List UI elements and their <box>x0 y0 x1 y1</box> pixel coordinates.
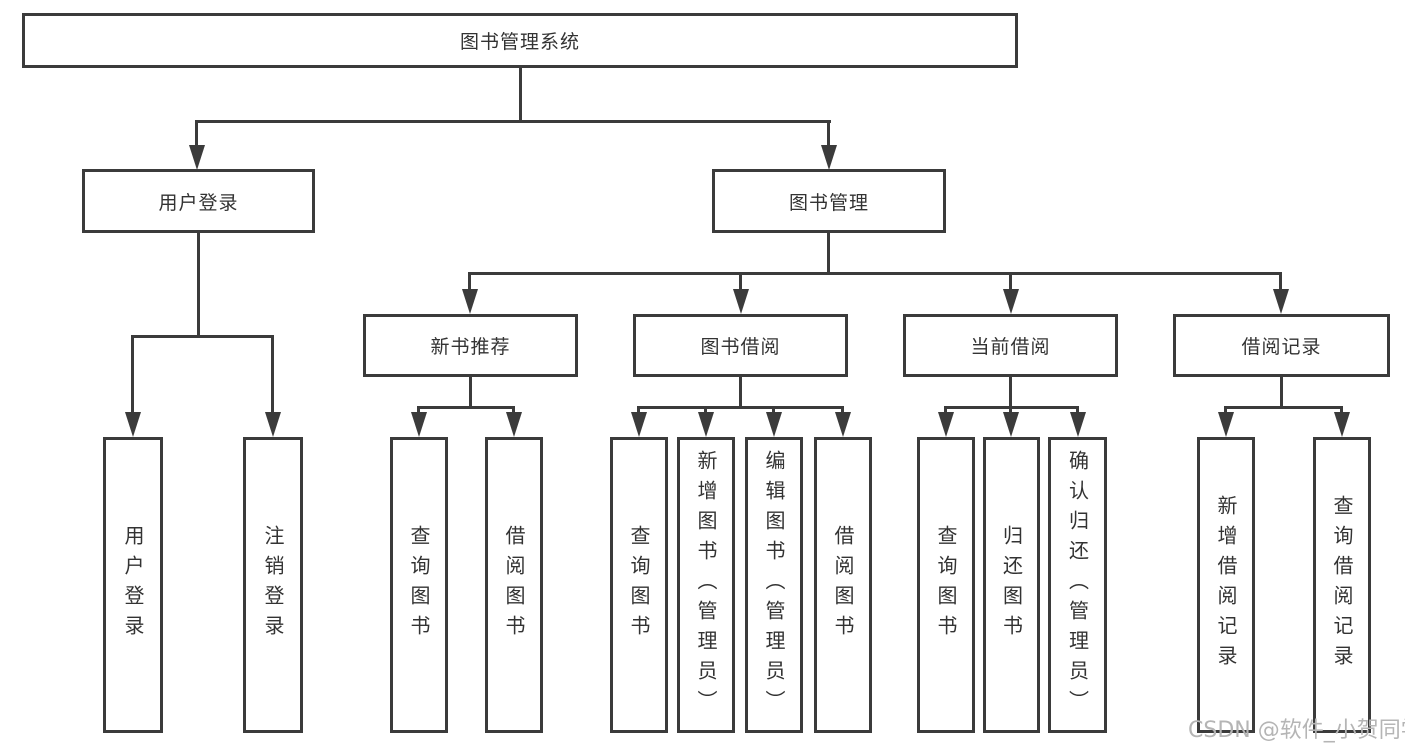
leaf-user-login-label: 用户登录 <box>121 525 145 645</box>
leaf-add-book-admin-label: 新增图书（管理员） <box>694 450 718 720</box>
node-new-book-recommend: 新书推荐 <box>363 314 578 377</box>
arrowhead-down-icon <box>1218 412 1234 437</box>
connector-line <box>944 406 947 416</box>
arrowhead-down-icon <box>631 412 647 437</box>
arrowhead-down-icon <box>698 412 714 437</box>
connector-line <box>827 233 830 275</box>
node-book-management-label: 图书管理 <box>788 191 869 214</box>
arrowhead-down-icon <box>835 412 851 437</box>
connector-line <box>197 120 831 123</box>
leaf-query-book-borrow-label: 查询图书 <box>627 525 651 645</box>
leaf-user-login: 用户登录 <box>103 437 163 733</box>
leaf-confirm-return-admin-label: 确认归还（管理员） <box>1065 450 1090 720</box>
leaf-query-borrow-record: 查询借阅记录 <box>1313 437 1371 733</box>
connector-line <box>1009 406 1012 416</box>
arrowhead-down-icon <box>1334 412 1350 437</box>
connector-line <box>1076 406 1079 416</box>
node-current-borrow: 当前借阅 <box>903 314 1118 377</box>
connector-line <box>519 68 522 121</box>
connector-line <box>827 120 830 148</box>
connector-line <box>271 335 274 414</box>
connector-line <box>131 335 134 414</box>
connector-line <box>704 406 707 416</box>
leaf-query-book-current: 查询图书 <box>917 437 975 733</box>
arrowhead-down-icon <box>411 412 427 437</box>
leaf-confirm-return-admin: 确认归还（管理员） <box>1048 437 1107 733</box>
leaf-return-book: 归还图书 <box>983 437 1040 733</box>
connector-line <box>469 377 472 408</box>
connector-line <box>197 233 200 337</box>
leaf-logout-label: 注销登录 <box>261 525 285 645</box>
node-borrow-record: 借阅记录 <box>1173 314 1390 377</box>
arrowhead-down-icon <box>189 145 205 170</box>
leaf-borrow-book-recommend: 借阅图书 <box>485 437 543 733</box>
connector-line <box>639 406 843 409</box>
leaf-logout: 注销登录 <box>243 437 303 733</box>
arrowhead-down-icon <box>1003 412 1019 437</box>
connector-line <box>946 406 1079 409</box>
leaf-edit-book-admin: 编辑图书（管理员） <box>745 437 803 733</box>
leaf-query-book-current-label: 查询图书 <box>934 525 958 645</box>
connector-line <box>419 406 514 409</box>
arrowhead-down-icon <box>1273 289 1289 314</box>
node-book-management: 图书管理 <box>712 169 946 233</box>
node-user-login-label: 用户登录 <box>158 191 239 214</box>
arrowhead-down-icon <box>265 412 281 437</box>
leaf-borrow-book: 借阅图书 <box>814 437 872 733</box>
node-root-label: 图书管理系统 <box>459 31 580 53</box>
leaf-query-book-recommend: 查询图书 <box>390 437 448 733</box>
connector-line <box>637 406 640 416</box>
connector-line <box>739 377 742 408</box>
leaf-return-book-label: 归还图书 <box>999 525 1024 645</box>
leaf-edit-book-admin-label: 编辑图书（管理员） <box>762 450 786 720</box>
arrowhead-down-icon <box>506 412 522 437</box>
connector-line <box>417 406 420 416</box>
connector-line <box>470 272 1281 275</box>
connector-line <box>512 406 515 416</box>
arrowhead-down-icon <box>1003 289 1019 314</box>
arrowhead-down-icon <box>766 412 782 437</box>
csdn-watermark: CSDN @软件_小贺同学 <box>1188 718 1405 743</box>
leaf-add-borrow-record: 新增借阅记录 <box>1197 437 1255 733</box>
arrowhead-down-icon <box>1070 412 1086 437</box>
leaf-add-borrow-record-label: 新增借阅记录 <box>1214 495 1238 675</box>
connector-line <box>195 120 198 148</box>
connector-line <box>739 272 742 292</box>
leaf-query-borrow-record-label: 查询借阅记录 <box>1330 495 1354 675</box>
node-borrow-record-label: 借阅记录 <box>1241 336 1322 358</box>
connector-line <box>841 406 844 416</box>
arrowhead-down-icon <box>125 412 141 437</box>
connector-line <box>1009 377 1012 408</box>
arrowhead-down-icon <box>462 289 478 314</box>
connector-line <box>468 272 471 292</box>
node-root: 图书管理系统 <box>22 13 1018 68</box>
leaf-query-book-borrow: 查询图书 <box>610 437 668 733</box>
connector-line <box>1226 406 1342 409</box>
node-book-borrow: 图书借阅 <box>633 314 848 377</box>
arrowhead-down-icon <box>821 145 837 170</box>
leaf-add-book-admin: 新增图书（管理员） <box>677 437 735 733</box>
arrowhead-down-icon <box>733 289 749 314</box>
node-book-borrow-label: 图书借阅 <box>700 336 781 358</box>
connector-line <box>1280 377 1283 408</box>
connector-line <box>133 335 273 338</box>
connector-line <box>1279 272 1282 292</box>
connector-line <box>1009 272 1012 292</box>
leaf-borrow-book-label: 借阅图书 <box>831 525 855 645</box>
leaf-query-book-recommend-label: 查询图书 <box>407 525 431 645</box>
node-new-book-recommend-label: 新书推荐 <box>430 336 511 358</box>
leaf-borrow-book-recommend-label: 借阅图书 <box>502 525 526 645</box>
node-user-login: 用户登录 <box>82 169 315 233</box>
arrowhead-down-icon <box>938 412 954 437</box>
connector-line <box>1340 406 1343 416</box>
connector-line <box>772 406 775 416</box>
connector-line <box>1224 406 1227 416</box>
node-current-borrow-label: 当前借阅 <box>970 336 1051 358</box>
